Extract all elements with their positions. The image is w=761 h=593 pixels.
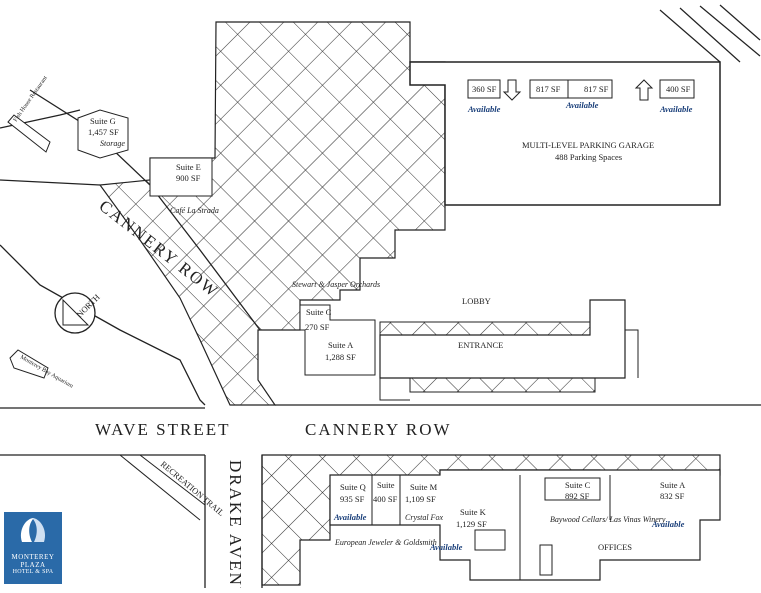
suite-a-lower-status: Available (651, 519, 685, 529)
logo-line2: PLAZA (20, 561, 46, 569)
suite-q-size: 935 SF (340, 494, 365, 504)
suite-m-note: Crystal Fox (405, 513, 443, 522)
european-jeweler-label: European Jeweler & Goldsmith (334, 538, 437, 547)
suite-c-lower-name: Suite C (565, 480, 591, 490)
dolphins-icon (20, 518, 46, 542)
suite-c-upper-name: Suite C (306, 307, 332, 317)
garage-unit-4-size: 400 SF (666, 84, 691, 94)
street-wave: WAVE STREET (95, 420, 231, 439)
fish-house-arrow-sign (7, 114, 51, 153)
street-cannery-row-lower: CANNERY ROW (305, 420, 452, 439)
garage-spaces: 488 Parking Spaces (555, 152, 622, 162)
garage-unit-3-size: 817 SF (584, 84, 609, 94)
suite-e-name: Suite E (176, 162, 201, 172)
offices-label: OFFICES (598, 542, 632, 552)
arrow-down-icon (502, 79, 522, 101)
entrance-label: ENTRANCE (458, 340, 503, 350)
suite-a-upper-size: 1,288 SF (325, 352, 356, 362)
suite-a-upper-name: Suite A (328, 340, 354, 350)
suite-c-lower-size: 892 SF (565, 491, 590, 501)
suite-k-name: Suite K (460, 507, 487, 517)
suite-e-note: Café La Strada (170, 206, 219, 215)
suite-g-size: 1,457 SF (88, 127, 119, 137)
suite-a-lower-size: 832 SF (660, 491, 685, 501)
garage-unit-2-size: 817 SF (536, 84, 561, 94)
suite-k-size: 1,129 SF (456, 519, 487, 529)
logo-line3: HOTEL & SPA (12, 569, 54, 575)
garage-unit-3-status: Available (565, 100, 599, 110)
suite-q-status: Available (333, 512, 367, 522)
lobby-hatch (379, 321, 591, 336)
suite-g-note: Storage (100, 139, 125, 148)
suite-k-status: Available (429, 542, 463, 552)
suite-c-upper-size: 270 SF (305, 322, 330, 332)
entrance-hatch (409, 377, 596, 393)
garage-unit-1-status: Available (467, 104, 501, 114)
plaza-hatch-north (98, 21, 446, 406)
suite-c-lower-note: Baywood Cellars/ Las Vinas Winery (550, 515, 666, 524)
suite-m-size: 1,109 SF (405, 494, 436, 504)
garage-title: MULTI-LEVEL PARKING GARAGE (522, 140, 654, 150)
garage-unit-1-size: 360 SF (472, 84, 497, 94)
arrow-up-icon (634, 79, 654, 101)
lower-retail-building (329, 469, 721, 581)
garage-unit-4-status: Available (659, 104, 693, 114)
street-drake-avenue: DRAKE AVENUE (226, 460, 245, 588)
aquarium-arrow-sign (9, 349, 49, 379)
logo-line1: MONTEREY (11, 553, 55, 561)
suite-m-name: Suite M (410, 482, 438, 492)
suite-400-size: 400 SF (373, 494, 398, 504)
suite-a-lower-name: Suite A (660, 480, 686, 490)
suite-c-upper-note: Stewart & Jasper Orchards (292, 280, 380, 289)
suite-g-name: Suite G (90, 116, 116, 126)
recreation-trail-label: RECREATION TRAIL (159, 459, 227, 518)
suite-400-name: Suite (377, 480, 395, 490)
lobby-label: LOBBY (462, 296, 491, 306)
suite-q-name: Suite Q (340, 482, 366, 492)
suite-e-size: 900 SF (176, 173, 201, 183)
north-compass-icon (54, 292, 96, 334)
hotel-logo: MONTEREY PLAZA HOTEL & SPA (4, 512, 62, 584)
